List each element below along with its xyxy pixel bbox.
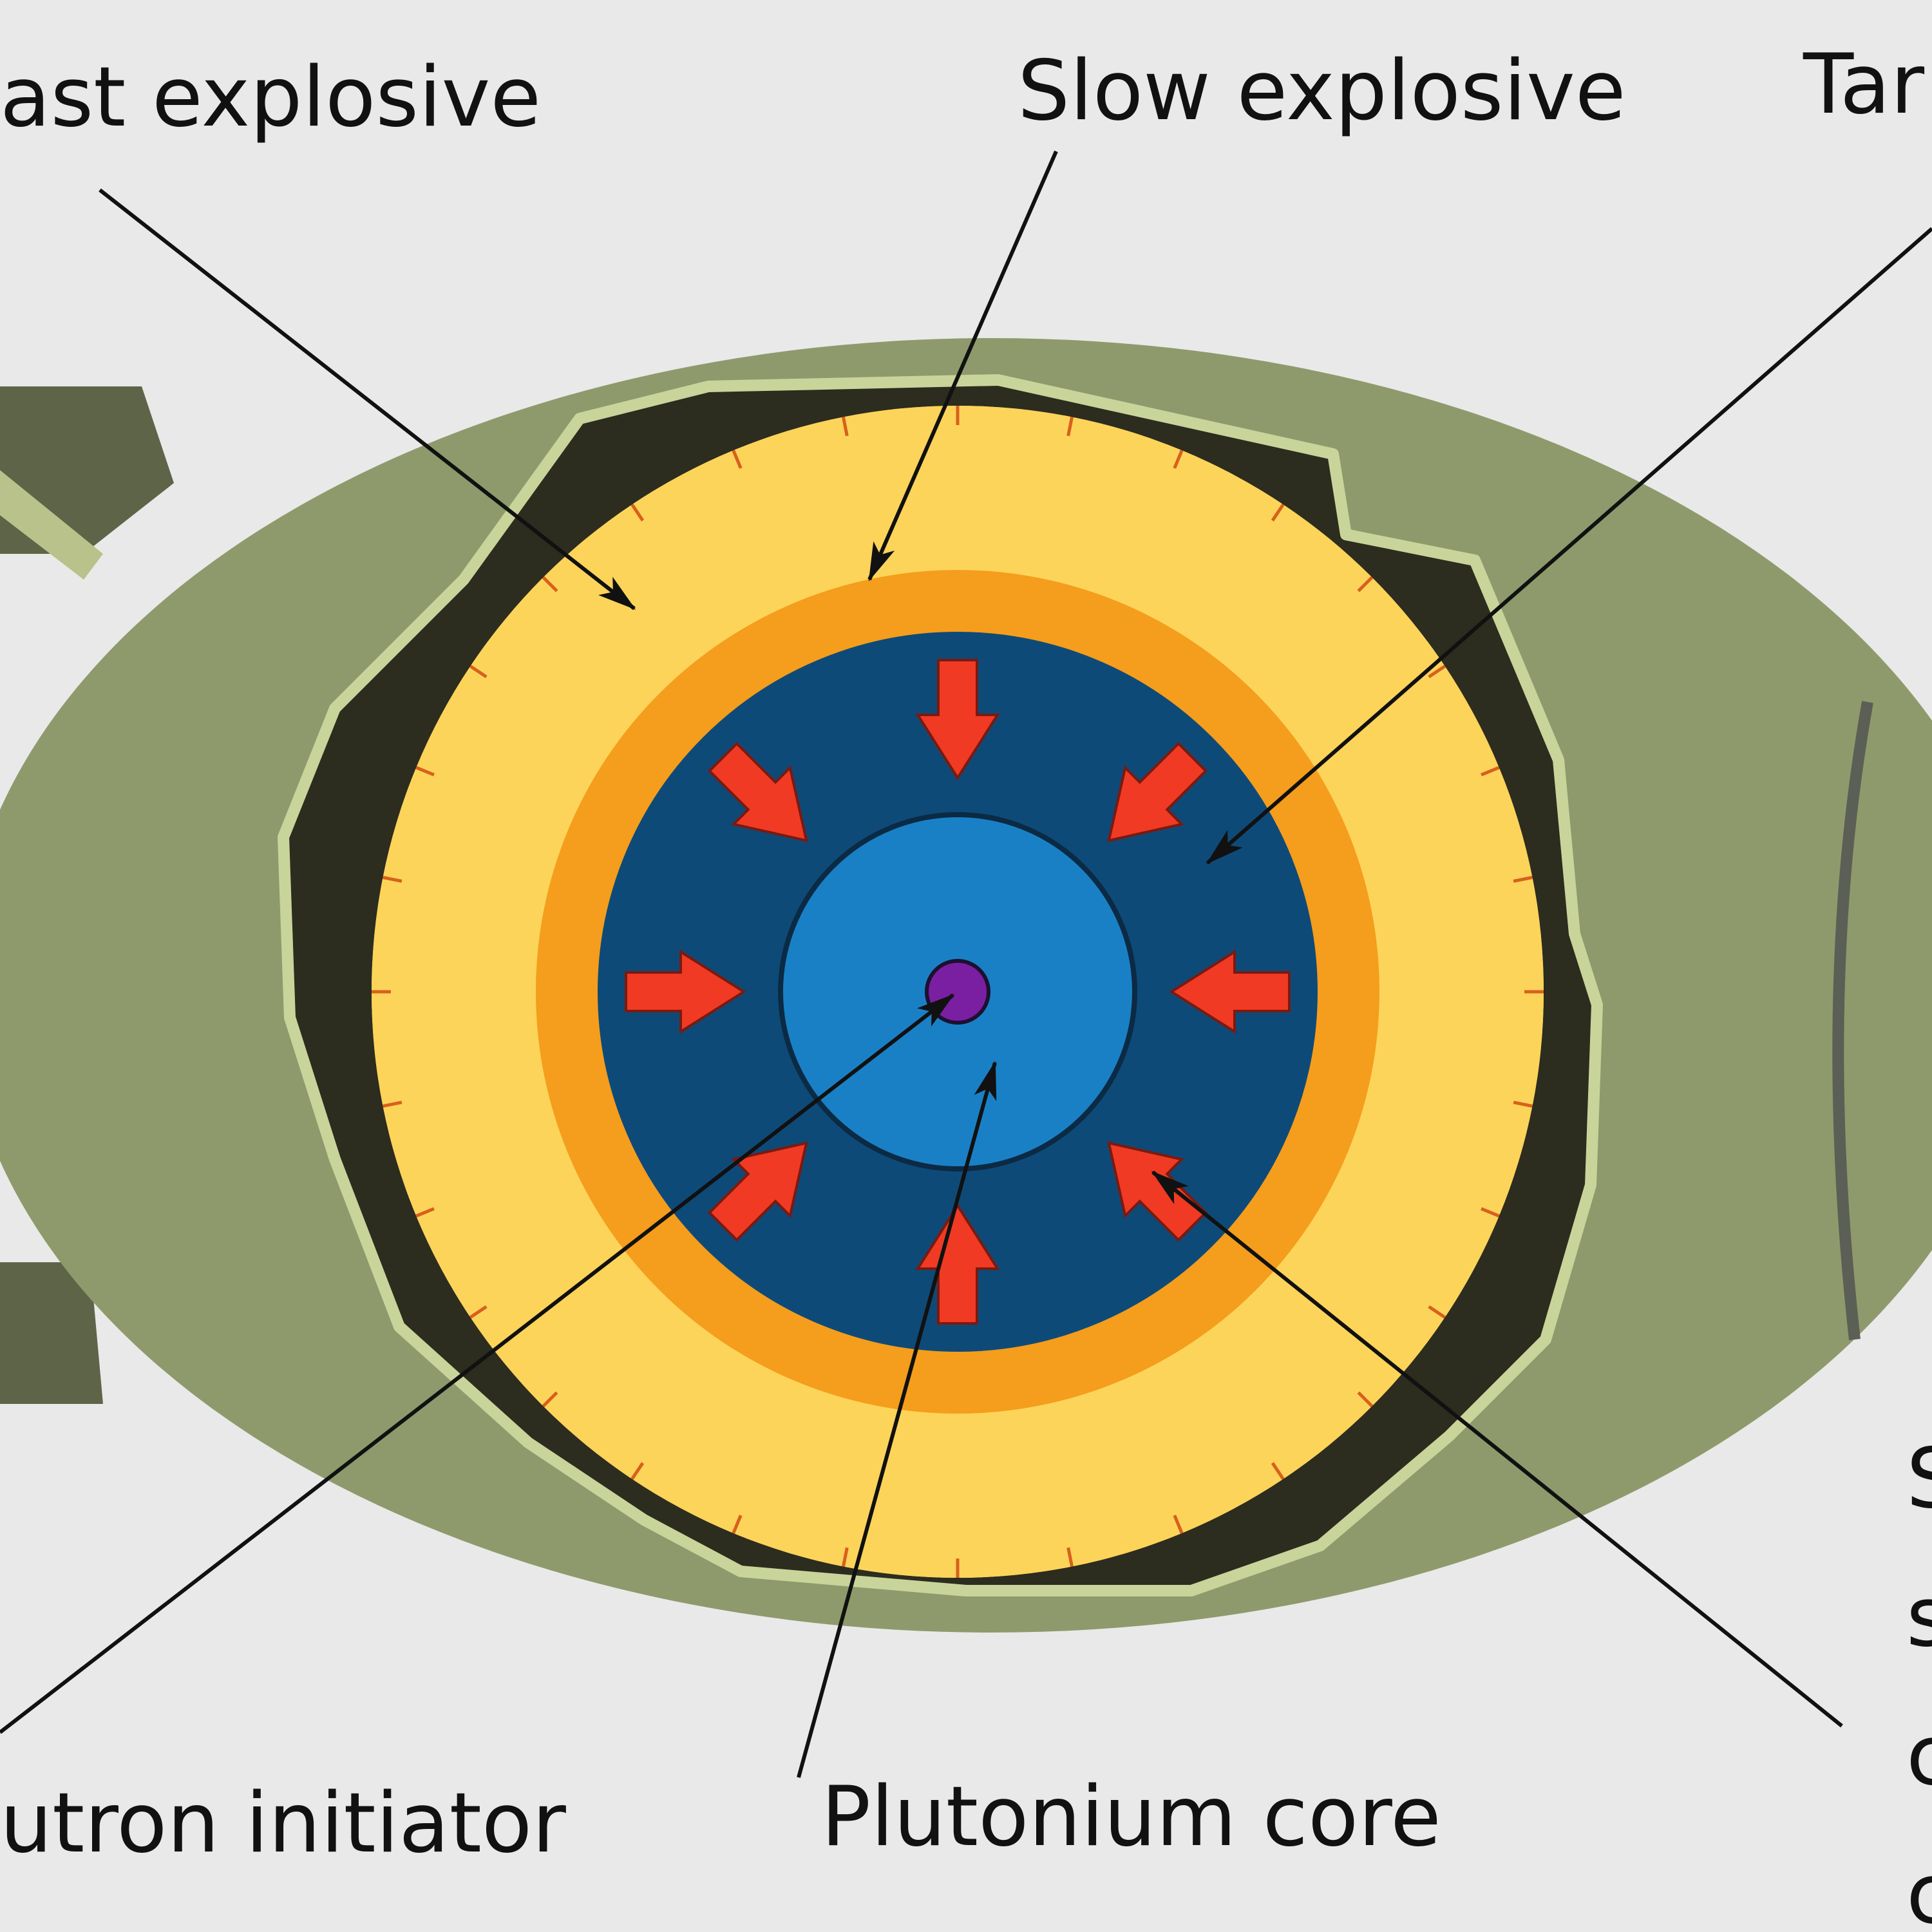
leader-fast-explosive [99, 188, 636, 611]
lens-seam-line [1513, 1101, 1533, 1108]
lens-seam-line [415, 766, 435, 777]
fast-explosive-segment [1156, 444, 1287, 620]
fast-explosive-segment [1073, 1395, 1185, 1573]
leader-plutonium-core [797, 1061, 997, 1778]
lens-seam-line [382, 1101, 402, 1108]
label-neutron-initiator: utron initiator [0, 1776, 566, 1871]
fast-explosive-segment [372, 876, 538, 992]
fast-explosive-segment [628, 1363, 759, 1539]
label-right-line-4: c [1906, 1846, 1932, 1932]
nose-seam [1832, 701, 1873, 1340]
fast-explosive-segment [376, 764, 554, 876]
fast-explosive-segment [376, 1107, 554, 1219]
lens-seam-line [542, 576, 558, 592]
label-right-line-1: S [1906, 1431, 1932, 1527]
leader-lines [0, 150, 1932, 1778]
fast-explosive-segment [465, 573, 632, 724]
lens-seam-line [630, 503, 645, 522]
label-right-line-3: c [1906, 1708, 1932, 1804]
fast-explosive-segment [1225, 499, 1377, 666]
lens-seam-line [1481, 1207, 1500, 1218]
fast-explosive-segment [1377, 992, 1544, 1108]
leader-right-label [1151, 1170, 1843, 1728]
lens-seam-line [1066, 1547, 1074, 1567]
lens-seam-line [1066, 416, 1074, 437]
label-tamper: Tar [1803, 37, 1924, 133]
leader-slow-explosive [867, 150, 1058, 582]
label-fast-explosive: ast explosive [0, 50, 541, 146]
fast-explosive-segment [1329, 1190, 1505, 1321]
lens-seam-line [1513, 876, 1533, 883]
fast-explosive-segment [1377, 876, 1544, 992]
label-slow-explosive: Slow explosive [1018, 43, 1626, 139]
lens-seam-line [542, 1391, 558, 1408]
implosion-arrow-icon [915, 1203, 1000, 1325]
lens-seam-line [469, 1305, 488, 1319]
fast-explosive-segment [1283, 1259, 1450, 1411]
lens-seam-line [732, 1515, 743, 1534]
fast-explosive-segment [628, 444, 759, 620]
tail-fin [0, 386, 174, 1404]
lens-seam-line [1481, 766, 1500, 777]
fast-explosive-segment [1361, 764, 1539, 876]
fast-explosive-segment [958, 406, 1074, 573]
fast-explosive-segment [410, 662, 586, 793]
implosion-arrow-icon [707, 741, 808, 842]
lens-seam-line [415, 1207, 435, 1218]
fast-explosive-segment [1361, 1107, 1539, 1219]
lens-seam-line [1357, 1391, 1374, 1408]
lens-seam-line [382, 876, 402, 883]
fast-explosive-segment [465, 1259, 632, 1411]
implosion-arrow-icon [1107, 741, 1208, 842]
fast-explosive-segment [410, 1190, 586, 1321]
lens-seam-line [1271, 503, 1285, 522]
lens-seam-line [1428, 1305, 1446, 1319]
lens-seam-line [842, 1547, 849, 1567]
label-right-line-2: s [1906, 1569, 1932, 1665]
neutron-initiator [925, 959, 990, 1025]
fast-explosive-segment [538, 1318, 690, 1484]
fast-explosive-segment [730, 1395, 842, 1573]
lens-seam-line [1173, 1515, 1184, 1534]
fast-explosive-segment [1283, 573, 1450, 724]
fast-explosive-segment [958, 1411, 1074, 1578]
fast-explosive-segment [372, 992, 538, 1108]
fast-explosive-segment [730, 410, 842, 589]
lens-seam-line [1428, 665, 1446, 679]
lens-seam-line [1173, 450, 1184, 469]
lens-seam-line [732, 450, 743, 469]
lens-seam-line [469, 665, 488, 679]
implosion-arrow-icon [1169, 949, 1291, 1034]
implosion-arrow-icon [915, 659, 1000, 781]
leader-tamper [1206, 227, 1932, 865]
label-plutonium-core: Plutonium core [821, 1769, 1441, 1865]
lens-seam-line [842, 416, 849, 437]
lens-seam-line [1271, 1462, 1285, 1481]
lens-seam-line [1357, 576, 1374, 592]
fast-explosive-segment [1073, 410, 1185, 589]
implosion-arrow-icon [707, 1141, 808, 1242]
fast-explosive-segment [1329, 662, 1505, 793]
fast-explosive-segment [1225, 1318, 1377, 1484]
fast-explosive-segment [842, 1411, 958, 1578]
fast-explosive-segment [1156, 1363, 1287, 1539]
implosion-arrow-icon [625, 949, 746, 1034]
lens-seam-line [630, 1462, 645, 1481]
leader-neutron-initiator [0, 993, 955, 1734]
